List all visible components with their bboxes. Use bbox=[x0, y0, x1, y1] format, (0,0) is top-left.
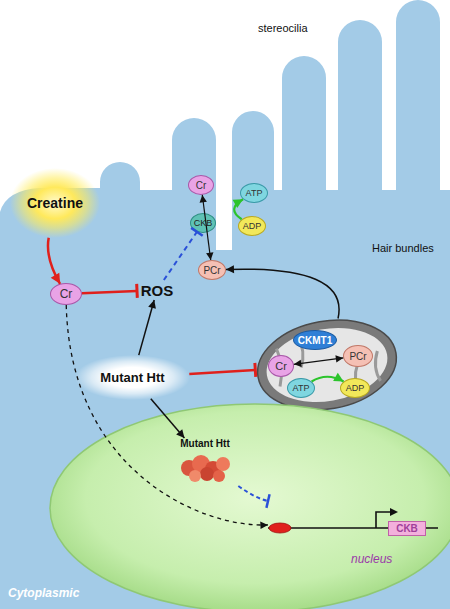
arrow-head bbox=[233, 199, 243, 208]
node-text: ROS bbox=[141, 282, 174, 299]
mutant-htt-glow: Mutant Htt bbox=[75, 355, 190, 400]
connector-line bbox=[189, 370, 255, 374]
node-text: Mutant Htt bbox=[100, 370, 164, 385]
nucleus-shape bbox=[45, 400, 450, 609]
text-label: Hair bundles bbox=[372, 242, 434, 254]
inhibition-bar bbox=[253, 363, 257, 377]
connector-line bbox=[238, 486, 268, 501]
connector-line bbox=[66, 305, 268, 525]
connector-line bbox=[82, 291, 137, 293]
molecule-oval: ATP bbox=[287, 378, 315, 398]
node-text: CKB bbox=[194, 218, 213, 228]
arrow-head bbox=[226, 265, 234, 273]
connector bbox=[48, 238, 60, 284]
connector-line bbox=[226, 269, 339, 318]
connector bbox=[233, 199, 243, 219]
molecule-oval: ATP bbox=[240, 183, 268, 203]
node-text: Creatine bbox=[27, 195, 83, 211]
connector bbox=[226, 265, 339, 318]
node-text: nucleus bbox=[351, 552, 392, 566]
arrow-head bbox=[176, 429, 184, 438]
node-text: Cr bbox=[196, 180, 207, 191]
enzyme-oval: CKMT1 bbox=[293, 330, 337, 350]
connector-line bbox=[294, 358, 343, 364]
htt-aggregate: Mutant Htt bbox=[165, 438, 245, 486]
inhibition-bar bbox=[191, 228, 203, 236]
text-label: stereocilia bbox=[258, 22, 308, 34]
arrow-head bbox=[148, 300, 156, 309]
molecule-oval: Cr bbox=[188, 175, 214, 195]
molecule-oval: PCr bbox=[198, 260, 226, 280]
node-text: Cr bbox=[275, 360, 287, 372]
enzyme-oval: CKB bbox=[190, 213, 216, 233]
molecule-oval: Cr bbox=[268, 355, 294, 377]
node-text: ATP bbox=[293, 383, 310, 393]
nucleus: nucleus Mutant HttCKB bbox=[45, 400, 450, 609]
connector bbox=[312, 373, 344, 382]
arrow-head bbox=[333, 373, 343, 382]
arrow-head bbox=[335, 355, 343, 362]
mitochondrion: Cr CKMT1PCrATP ADP bbox=[255, 318, 400, 413]
connector bbox=[82, 284, 137, 298]
node-text: Mutant Htt bbox=[165, 438, 245, 449]
connector-line bbox=[202, 195, 210, 260]
node-text: ATP bbox=[246, 188, 263, 198]
molecule-oval: Cr bbox=[50, 283, 82, 305]
connector bbox=[151, 399, 185, 438]
connector-line bbox=[312, 377, 344, 382]
arrow-head bbox=[294, 360, 302, 367]
connector bbox=[200, 195, 214, 260]
gene-promoter: CKB bbox=[268, 500, 438, 542]
node-text: CKB bbox=[388, 521, 426, 536]
creatine-glow: Creatine bbox=[10, 168, 100, 238]
arrow-head bbox=[260, 521, 268, 529]
connector bbox=[139, 300, 156, 355]
connector-line bbox=[139, 300, 154, 355]
connector bbox=[238, 486, 269, 508]
node-text: Cr bbox=[60, 287, 73, 301]
arrow-head bbox=[206, 252, 213, 260]
connector bbox=[164, 228, 203, 280]
node-text: PCr bbox=[203, 265, 220, 276]
arrow-head bbox=[51, 273, 60, 284]
inhibition-bar bbox=[266, 494, 269, 508]
inhibition-bar bbox=[135, 284, 139, 298]
connector-line bbox=[234, 199, 243, 219]
molecule-oval: PCr bbox=[343, 345, 373, 367]
node-text: CKMT1 bbox=[298, 335, 332, 346]
molecule-oval: ADP bbox=[238, 216, 266, 236]
node-text: ADP bbox=[346, 383, 365, 393]
connector bbox=[189, 363, 255, 377]
connector bbox=[294, 355, 343, 367]
ros-label: ROS bbox=[137, 280, 177, 300]
connector bbox=[66, 305, 268, 529]
connector-line bbox=[151, 399, 185, 438]
text-label: Cytoplasmic bbox=[8, 586, 79, 600]
connector-line bbox=[164, 232, 197, 280]
arrow-head bbox=[200, 195, 207, 203]
node-text: ADP bbox=[243, 221, 262, 231]
molecule-oval: ADP bbox=[340, 378, 370, 398]
node-text: PCr bbox=[349, 351, 366, 362]
connector-line bbox=[48, 238, 60, 284]
